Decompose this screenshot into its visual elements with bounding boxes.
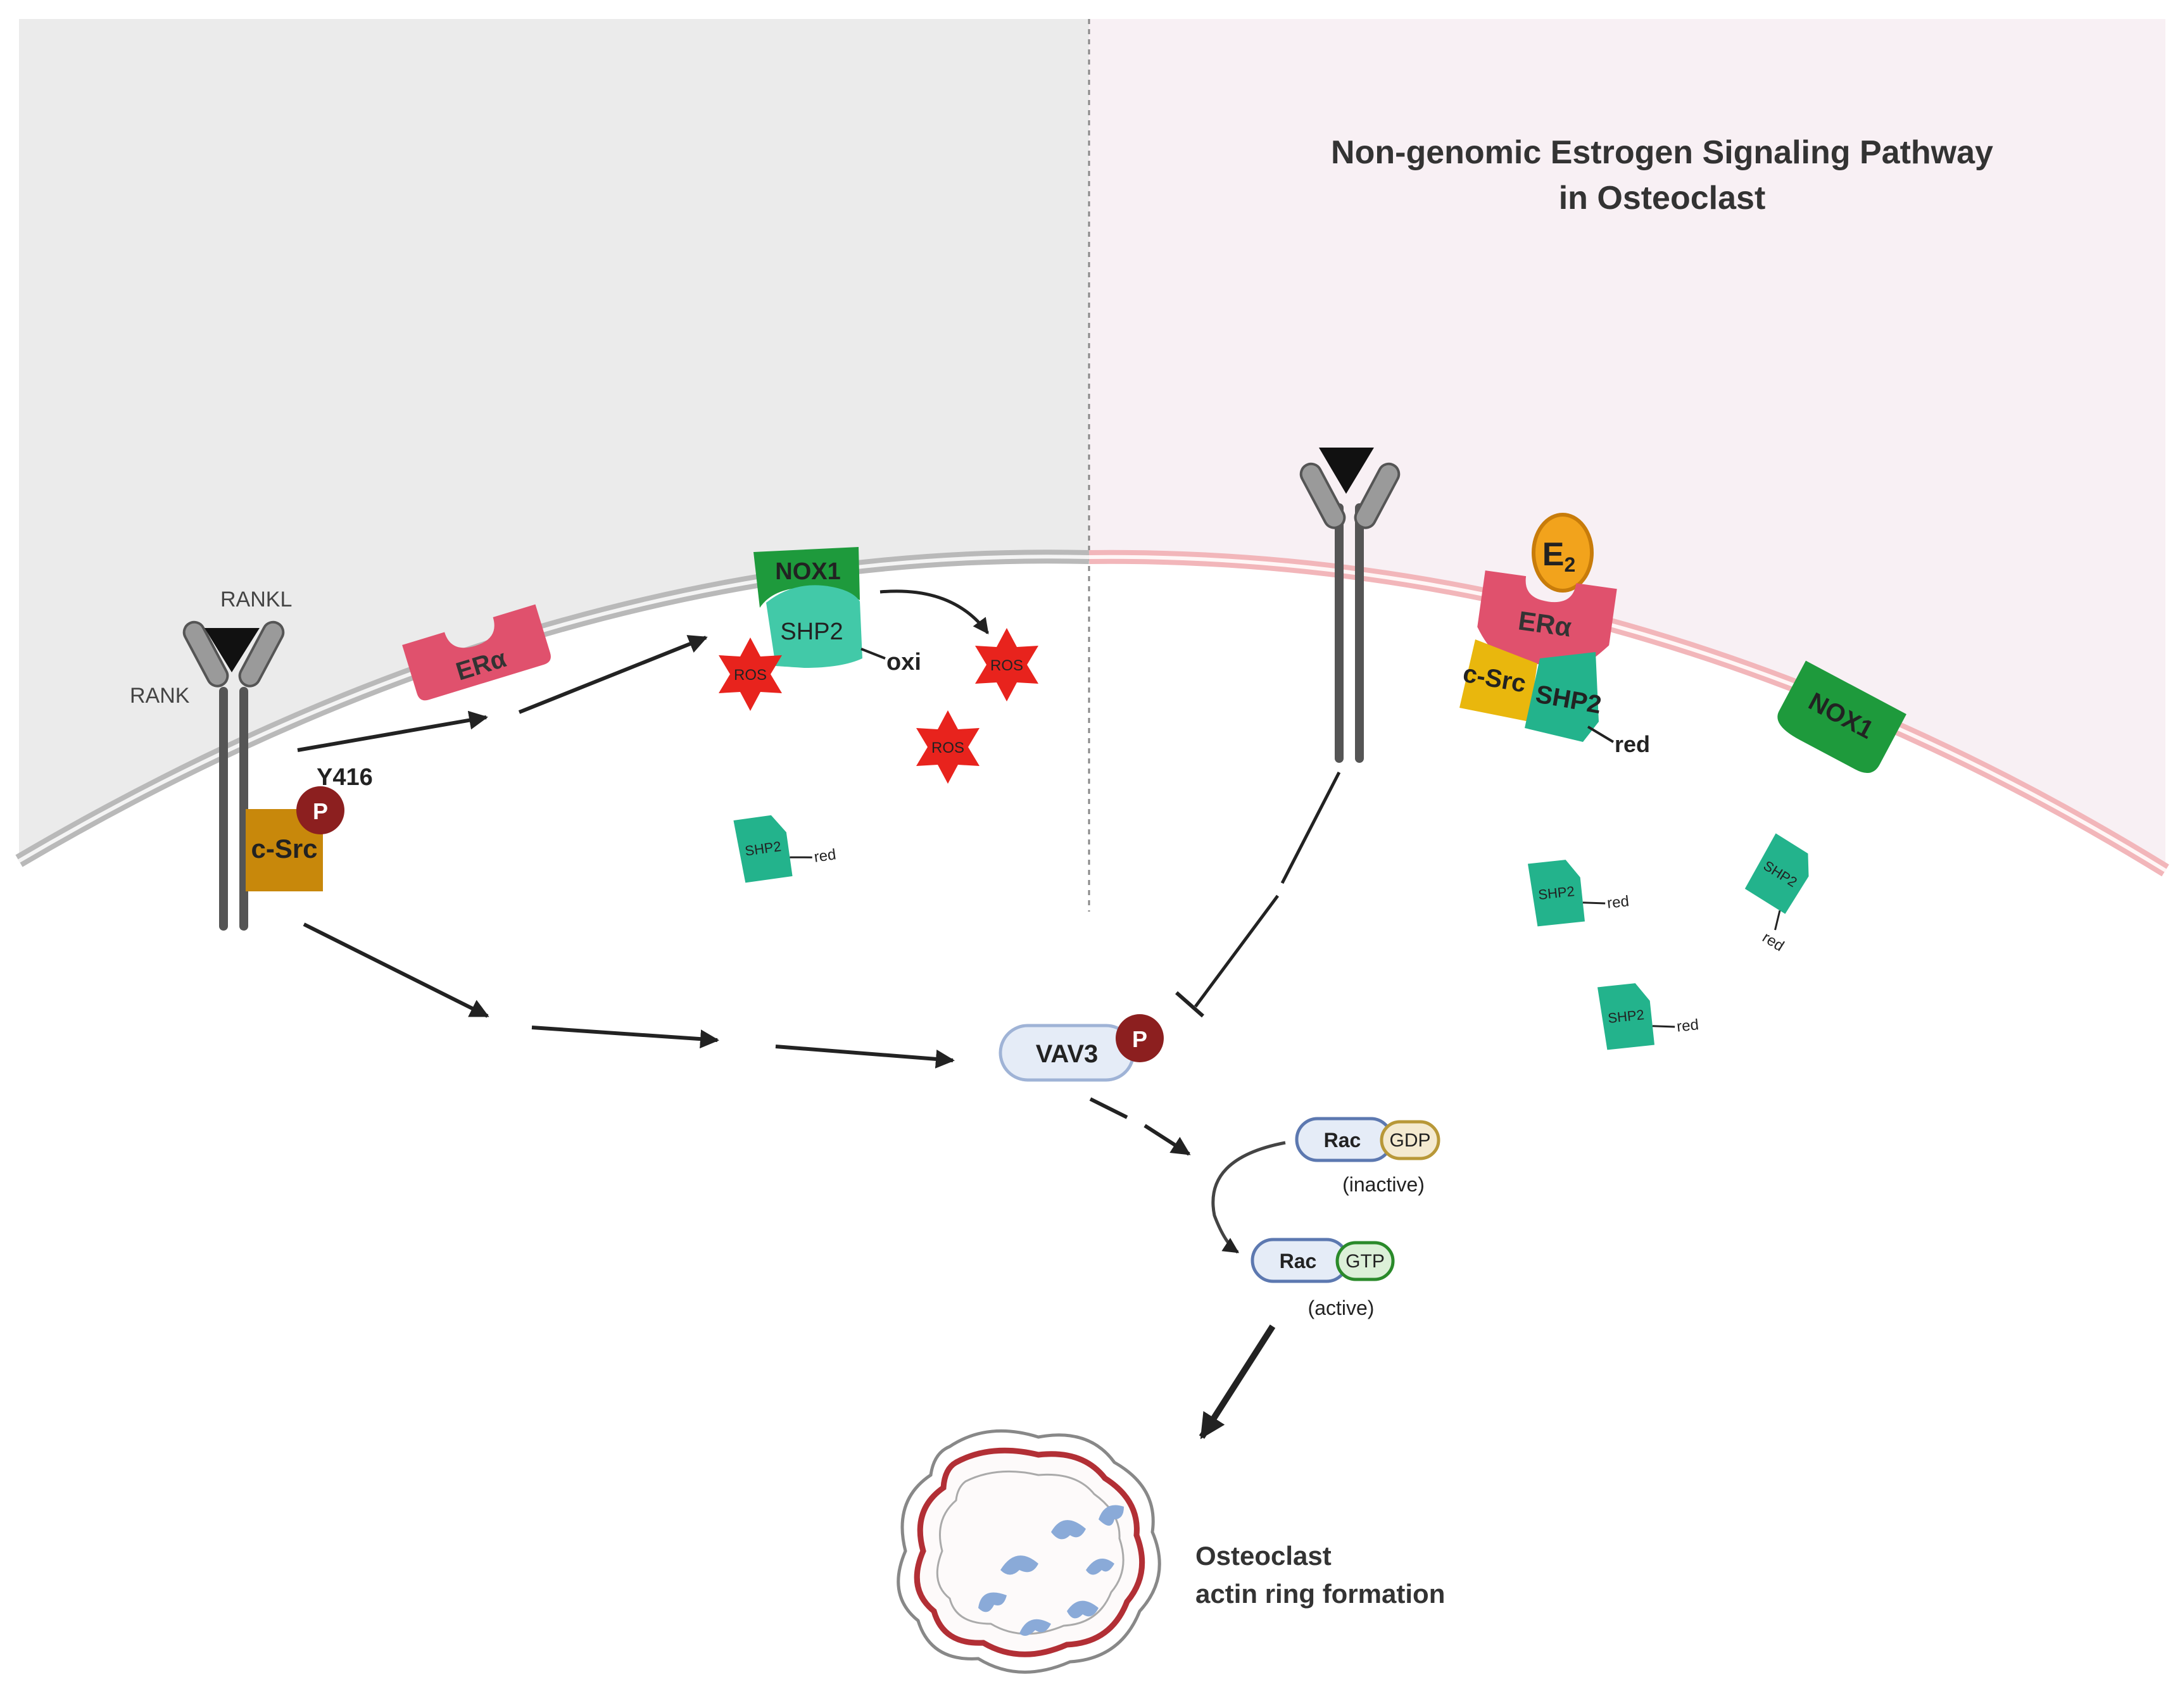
gtp-label: GTP bbox=[1345, 1251, 1385, 1272]
cell-membrane-left bbox=[15, 549, 1090, 867]
diagram-title-line2: in Osteoclast bbox=[1559, 180, 1766, 217]
er-alpha-right: ERα bbox=[1477, 570, 1617, 670]
red-complex-label: red bbox=[1615, 731, 1650, 757]
gdp-label: GDP bbox=[1389, 1130, 1430, 1151]
e2-label: E2 bbox=[1542, 536, 1575, 576]
inhibit-segment-2 bbox=[1194, 895, 1280, 1008]
red-right-2-label: red bbox=[1760, 929, 1787, 955]
red-right-3-label: red bbox=[1676, 1016, 1699, 1035]
shp2-oxidized bbox=[766, 585, 862, 668]
ros-2-label: ROS bbox=[990, 657, 1023, 674]
vav3-label: VAV3 bbox=[1036, 1040, 1099, 1068]
gdp-badge bbox=[1380, 1120, 1440, 1160]
shp2-oxidized-label: SHP2 bbox=[780, 619, 843, 645]
shp2-reduced-right-1: SHP2 red bbox=[1527, 860, 1630, 927]
rac-active-label: Rac bbox=[1280, 1250, 1317, 1272]
y416-label: Y416 bbox=[317, 764, 373, 791]
ros-1-label: ROS bbox=[734, 667, 767, 684]
osteoclast-cell-icon bbox=[897, 1429, 1161, 1674]
gtp-badge bbox=[1335, 1241, 1395, 1281]
arrow-rac-cycle bbox=[1211, 1141, 1286, 1254]
csrc-left-label: c-Src bbox=[251, 834, 317, 863]
rankl-ligand-left bbox=[205, 628, 260, 672]
rank-receptor-left bbox=[182, 620, 285, 931]
diagram-title-line1: Non-genomic Estrogen Signaling Pathway bbox=[1331, 134, 1993, 171]
extracellular-left-region bbox=[19, 19, 1089, 861]
shp2-right-complex bbox=[1525, 652, 1599, 742]
nox1-left-label: NOX1 bbox=[775, 558, 840, 585]
oxi-label: oxi bbox=[886, 649, 921, 675]
outcome-label-line1: Osteoclast bbox=[1195, 1541, 1332, 1571]
inactive-label: (inactive) bbox=[1342, 1173, 1425, 1196]
arrow-vav3-to-rac-b bbox=[1144, 1124, 1191, 1156]
shp2-reduced-right-2: SHP2 red bbox=[1744, 833, 1809, 955]
phospho-csrc bbox=[296, 786, 344, 834]
arrow-era-to-nox1 bbox=[518, 635, 708, 714]
active-label: (active) bbox=[1308, 1297, 1375, 1319]
phospho-csrc-label: P bbox=[313, 798, 328, 824]
extracellular-right-region bbox=[1089, 19, 2165, 870]
red-left-label: red bbox=[813, 846, 837, 866]
arrow-rank-to-vav3-a bbox=[303, 922, 489, 1018]
nox1-membrane-left bbox=[753, 547, 860, 608]
shp2-reduced-right-1-label: SHP2 bbox=[1537, 883, 1575, 903]
phospho-vav3 bbox=[1116, 1014, 1164, 1062]
inhibit-bar bbox=[1175, 991, 1204, 1018]
ros-2: ROS bbox=[975, 628, 1038, 701]
shp2-reduced-right-3-label: SHP2 bbox=[1607, 1007, 1645, 1026]
arrow-rank-to-era bbox=[297, 710, 488, 752]
arrow-vav3-to-rac-a bbox=[1089, 1097, 1128, 1119]
ros-1: ROS bbox=[719, 637, 782, 711]
rankl-label: RANKL bbox=[220, 587, 292, 612]
rac-inactive-label: Rac bbox=[1324, 1129, 1361, 1152]
estrogen-e2 bbox=[1532, 513, 1594, 593]
shp2-reduced-left: SHP2 red bbox=[733, 815, 837, 883]
cell-membrane-right bbox=[1088, 549, 2169, 877]
phospho-vav3-label: P bbox=[1132, 1026, 1147, 1052]
arrow-rank-to-vav3-c bbox=[775, 1045, 955, 1069]
oxi-connector bbox=[860, 648, 886, 660]
csrc-right bbox=[1459, 639, 1537, 722]
ros-3-label: ROS bbox=[931, 739, 964, 757]
ros-3: ROS bbox=[916, 710, 980, 784]
red-connector-complex bbox=[1587, 725, 1615, 743]
arrow-rank-to-vav3-b bbox=[531, 1026, 719, 1049]
rankl-ligand-right bbox=[1319, 448, 1374, 494]
arrow-nox1-to-ros bbox=[879, 589, 990, 635]
shp2-reduced-right-3: SHP2 red bbox=[1597, 983, 1699, 1050]
organelles bbox=[978, 1505, 1124, 1636]
outcome-label-line2: actin ring formation bbox=[1195, 1579, 1445, 1609]
rank-receptor-right bbox=[1299, 462, 1401, 763]
er-alpha-right-label: ERα bbox=[1516, 605, 1573, 642]
arrow-rac-to-actin-ring bbox=[1199, 1324, 1276, 1440]
red-right-1-label: red bbox=[1606, 893, 1630, 912]
rank-label: RANK bbox=[130, 684, 190, 708]
nox1-right: NOX1 bbox=[1777, 660, 1906, 774]
inhibit-segment-1 bbox=[1280, 771, 1341, 884]
